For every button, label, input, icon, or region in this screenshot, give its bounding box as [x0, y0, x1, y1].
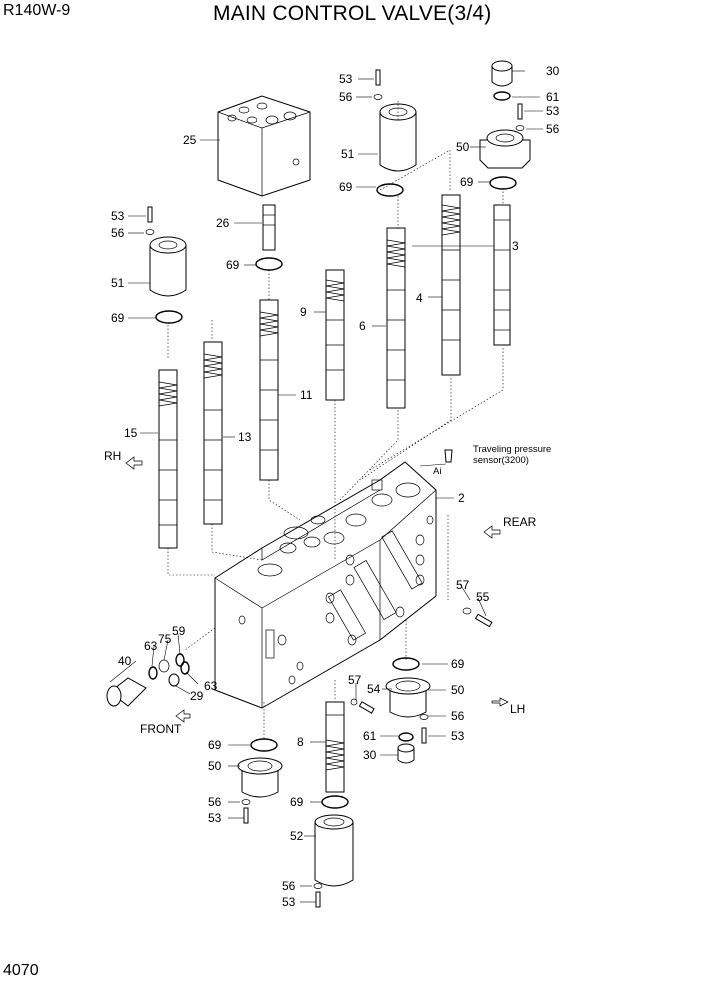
part-label: 75	[158, 632, 172, 646]
part-label: 26	[216, 216, 230, 230]
sensor-note-line1: Traveling pressure	[473, 444, 551, 455]
part-label: 6	[359, 319, 366, 333]
cap-51-left	[149, 236, 187, 297]
part-label: 53	[111, 209, 125, 223]
spool-13	[203, 341, 223, 525]
part-label: 56	[451, 709, 465, 723]
valve-body	[214, 461, 437, 709]
part-label: 13	[238, 430, 252, 444]
part-label: 3	[512, 239, 519, 253]
spool-8	[325, 701, 345, 793]
page-title: MAIN CONTROL VALVE(3/4)	[213, 2, 492, 25]
part-label: 53	[282, 895, 296, 909]
part-label: 50	[208, 759, 222, 773]
plug-30-lower	[397, 743, 415, 764]
part-label: 15	[124, 426, 138, 440]
part-label: 63	[144, 639, 158, 653]
part-label: 54	[367, 682, 381, 696]
direction-rh: RH	[104, 449, 121, 463]
part-label: 56	[546, 122, 560, 136]
part-label: 59	[172, 624, 186, 638]
part-label: 61	[546, 90, 560, 104]
part-label: 50	[451, 683, 465, 697]
solenoid-block	[217, 95, 311, 197]
plug-40	[106, 677, 147, 707]
spool-9	[325, 269, 345, 401]
spool-11	[259, 299, 279, 481]
part-label: 63	[204, 679, 218, 693]
part-label: 8	[297, 735, 304, 749]
part-label: 69	[226, 258, 240, 272]
plug-30-top	[491, 60, 513, 87]
model-code: R140W-9	[3, 2, 71, 19]
part-label: 56	[282, 879, 296, 893]
part-label: 30	[363, 748, 377, 762]
part-label: 56	[208, 795, 222, 809]
part-label: 25	[183, 133, 197, 147]
bolts-washers	[145, 69, 525, 908]
part-label: 53	[546, 104, 560, 118]
spool-15	[158, 369, 178, 549]
part-label: 69	[339, 180, 353, 194]
cap-50-bottom-left	[237, 757, 283, 798]
part-label: 55	[476, 590, 490, 604]
sensor-tag: Ai	[433, 466, 441, 477]
part-label: 52	[290, 829, 304, 843]
direction-front: FRONT	[140, 722, 182, 736]
part-label: 69	[451, 657, 465, 671]
leader-lines	[109, 70, 543, 903]
part-label: 53	[451, 729, 465, 743]
part-label: 53	[208, 811, 222, 825]
part-label: 69	[111, 311, 125, 325]
cap-50-lower-right	[385, 677, 431, 718]
assembly-lines	[167, 100, 504, 740]
part-label: 9	[300, 305, 307, 319]
direction-lh: LH	[510, 702, 525, 716]
part-label: 69	[290, 795, 304, 809]
spool-6	[386, 227, 406, 409]
cap-51-top	[379, 103, 417, 172]
part-label: 57	[456, 578, 470, 592]
part-label: 53	[339, 72, 353, 86]
direction-rear: REAR	[503, 515, 537, 529]
part-label: 56	[339, 90, 353, 104]
part-label: 50	[456, 140, 470, 154]
part-label: 2	[458, 491, 465, 505]
part-label: 51	[111, 276, 125, 290]
part-label: 11	[300, 388, 313, 402]
part-label: 61	[363, 729, 377, 743]
part-label: 40	[118, 654, 132, 668]
sensor-note-line2: sensor(3200)	[473, 455, 529, 466]
spool-4	[441, 194, 461, 376]
page-number: 4070	[3, 962, 39, 979]
cap-50-top	[479, 129, 531, 169]
adapter-26	[262, 204, 276, 251]
part-label: 4	[416, 291, 423, 305]
cap-52-bottom	[314, 814, 354, 887]
part-label: 51	[341, 147, 355, 161]
part-label: 69	[208, 738, 222, 752]
spool-3	[493, 204, 511, 346]
direction-arrows	[125, 456, 509, 723]
part-label: 57	[348, 673, 362, 687]
part-label: 29	[190, 689, 204, 703]
part-label: 69	[460, 175, 474, 189]
part-label: 30	[546, 64, 560, 78]
part-label: 56	[111, 226, 125, 240]
